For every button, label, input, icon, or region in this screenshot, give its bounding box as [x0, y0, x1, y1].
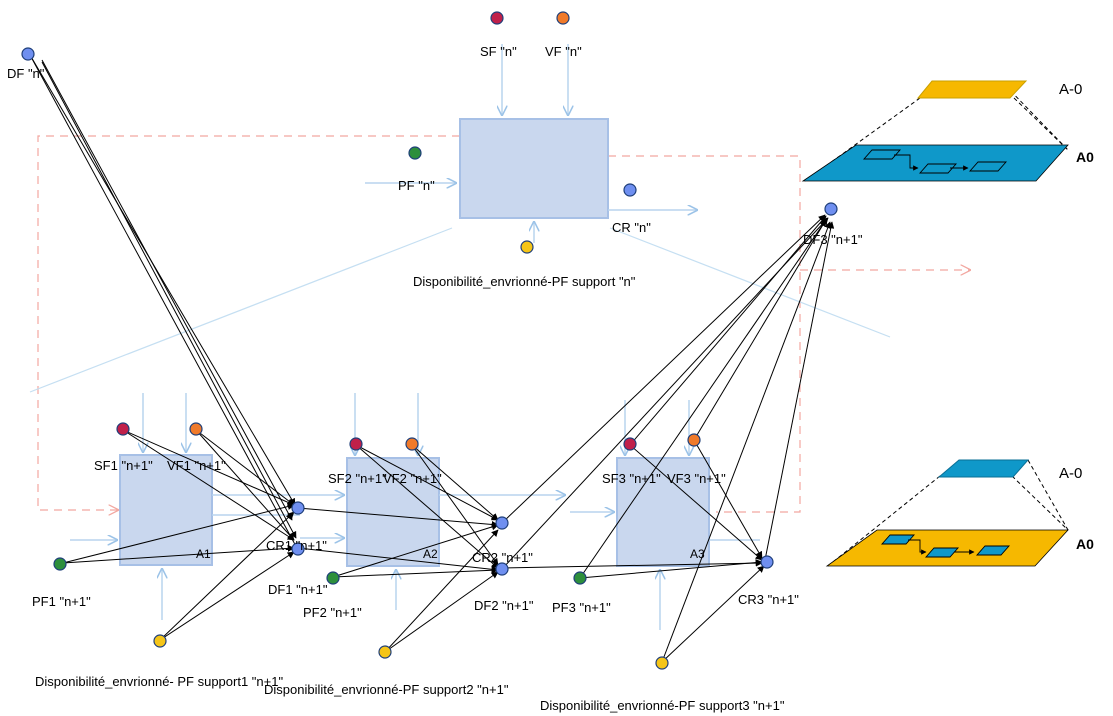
bottom-activities: A1 A2 A3: [70, 393, 760, 630]
node-pf-n: [408, 146, 422, 160]
legend-upper-bottom-label: A0: [1076, 149, 1094, 165]
label-sf3: SF3 "n+1": [602, 471, 661, 486]
activity-box-a1: [119, 454, 213, 566]
node-df2: [495, 562, 509, 576]
label-df3: DF3 "n+1": [803, 232, 863, 247]
label-support-n: Disponibilité_envrionné-PF support "n": [413, 274, 636, 289]
label-sf-n: SF "n": [480, 44, 517, 59]
label-pf3: PF3 "n+1": [552, 600, 611, 615]
node-vf1: [189, 422, 203, 436]
label-cr-n: CR "n": [612, 220, 651, 235]
node-df3: [824, 202, 838, 216]
top-activity: [365, 44, 697, 243]
label-support3: Disponibilité_envrionné-PF support3 "n+1…: [540, 698, 785, 713]
label-sf2: SF2 "n+1": [328, 471, 387, 486]
label-df2: DF2 "n+1": [474, 598, 534, 613]
legend-upper-top-label: A-0: [1059, 81, 1082, 98]
label-pf2: PF2 "n+1": [303, 605, 362, 620]
node-support3: [655, 656, 669, 670]
node-support-n: [520, 240, 534, 254]
dependency-arrows: [29, 54, 835, 663]
label-sf1: SF1 "n+1": [94, 458, 153, 473]
node-sf1: [116, 422, 130, 436]
node-sf3: [623, 437, 637, 451]
activity-box-a3: [616, 457, 710, 567]
legend-lower-top-plane: [937, 459, 1030, 478]
label-vf1: VF1 "n+1": [167, 458, 226, 473]
top-activity-box: [459, 118, 609, 219]
feedback-line-left: [37, 135, 460, 510]
legend-lower-bottom-label: A0: [1076, 536, 1094, 552]
node-support2: [378, 645, 392, 659]
labels: SF "n" VF "n" PF "n" CR "n" DF3 "n+1" DF…: [7, 44, 863, 713]
label-vf-n: VF "n": [545, 44, 582, 59]
label-pf1: PF1 "n+1": [32, 594, 91, 609]
legend-upper-top-plane: [916, 80, 1028, 99]
decomposition-lines: [29, 227, 891, 393]
node-df-n: [21, 47, 35, 61]
node-cr1: [291, 501, 305, 515]
label-cr2: CR2 "n+1": [472, 550, 533, 565]
label-pf-n: PF "n": [398, 178, 435, 193]
label-df1: DF1 "n+1": [268, 582, 328, 597]
node-cr3: [760, 555, 774, 569]
node-sf2: [349, 437, 363, 451]
node-pf1: [53, 557, 67, 571]
node-pf3: [573, 571, 587, 585]
label-vf2: VF2 "n+1": [383, 471, 442, 486]
label-df-n: DF "n": [7, 66, 45, 81]
node-vf3: [687, 433, 701, 447]
legend-upper-bottom-plane: [801, 144, 1069, 182]
node-sf-n: [490, 11, 504, 25]
node-pf2: [326, 571, 340, 585]
node-cr-n: [623, 183, 637, 197]
node-cr2: [495, 516, 509, 530]
label-support2: Disponibilité_envrionné-PF support2 "n+1…: [264, 682, 509, 697]
label-cr1: CR1 "n+1": [266, 538, 327, 553]
nodes: [21, 11, 838, 670]
legend-lower-top-label: A-0: [1059, 465, 1082, 482]
node-vf2: [405, 437, 419, 451]
legend-lower: A-0 A0: [825, 459, 1094, 567]
feedback-dashed-lines: [37, 135, 970, 513]
label-vf3: VF3 "n+1": [667, 471, 726, 486]
node-vf-n: [556, 11, 570, 25]
node-support1: [153, 634, 167, 648]
node-df1: [291, 542, 305, 556]
activity-code-a2: A2: [423, 547, 438, 561]
label-cr3: CR3 "n+1": [738, 592, 799, 607]
legend-upper: A-0 A0: [801, 80, 1094, 182]
feedback-line-right: [608, 155, 801, 513]
activity-code-a3: A3: [690, 547, 705, 561]
label-support1: Disponibilité_envrionné- PF support1 "n+…: [35, 674, 283, 689]
